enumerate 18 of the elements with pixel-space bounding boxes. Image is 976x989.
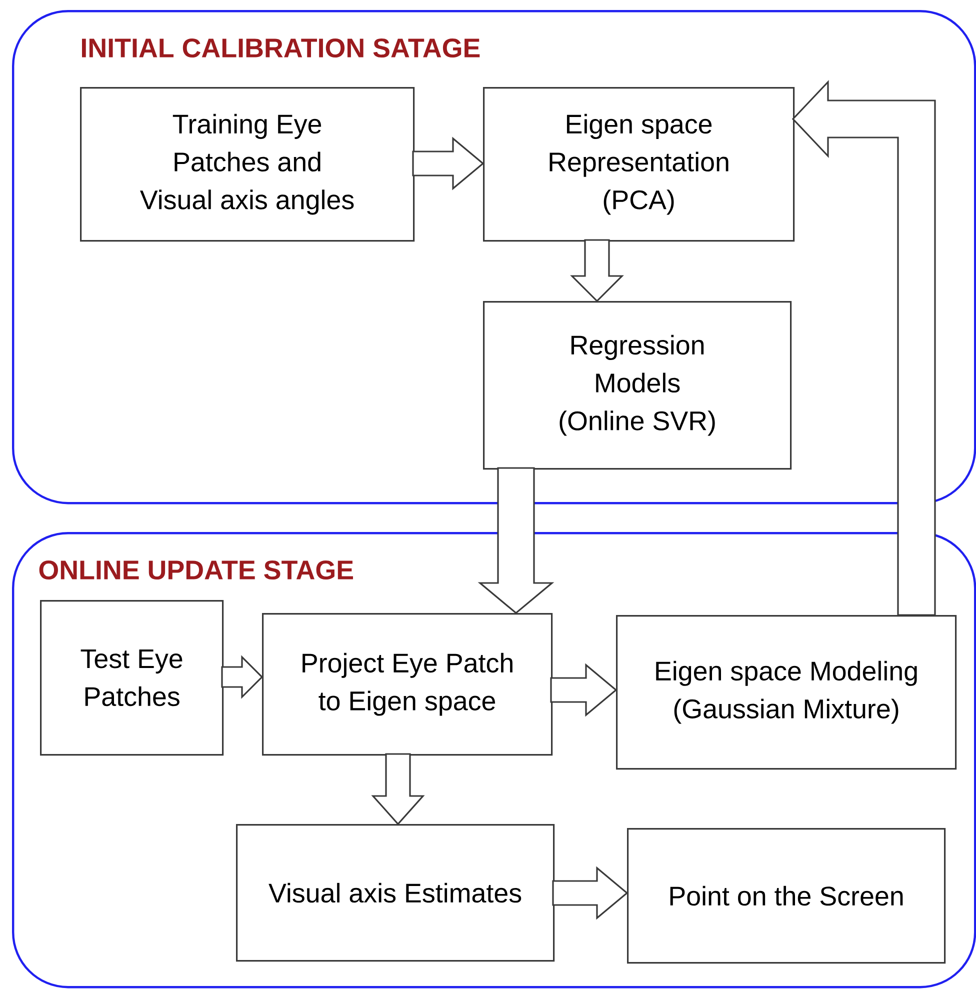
block-arrow [792, 80, 936, 616]
block-arrow [570, 239, 624, 302]
block-arrow [371, 753, 425, 826]
stage-heading: ONLINE UPDATE STAGE [39, 560, 353, 580]
block-arrow [478, 467, 554, 614]
block-arrow [221, 655, 264, 699]
block-arrow [550, 663, 618, 717]
process-box: Point on the Screen [627, 828, 946, 964]
block-arrow [552, 866, 628, 920]
stage-heading: INITIAL CALIBRATION SATAGE [82, 38, 480, 58]
process-box: Eigen space Representation (PCA) [483, 87, 795, 242]
process-box: Visual axis Estimates [236, 824, 555, 962]
process-box: Regression Models (Online SVR) [483, 301, 792, 470]
process-box: Eigen space Modeling (Gaussian Mixture) [616, 615, 957, 770]
process-box: Test Eye Patches [40, 600, 224, 756]
block-arrow [412, 136, 484, 190]
process-box: Training Eye Patches and Visual axis angles [80, 87, 415, 242]
process-box: Project Eye Patch to Eigen space [262, 613, 553, 756]
